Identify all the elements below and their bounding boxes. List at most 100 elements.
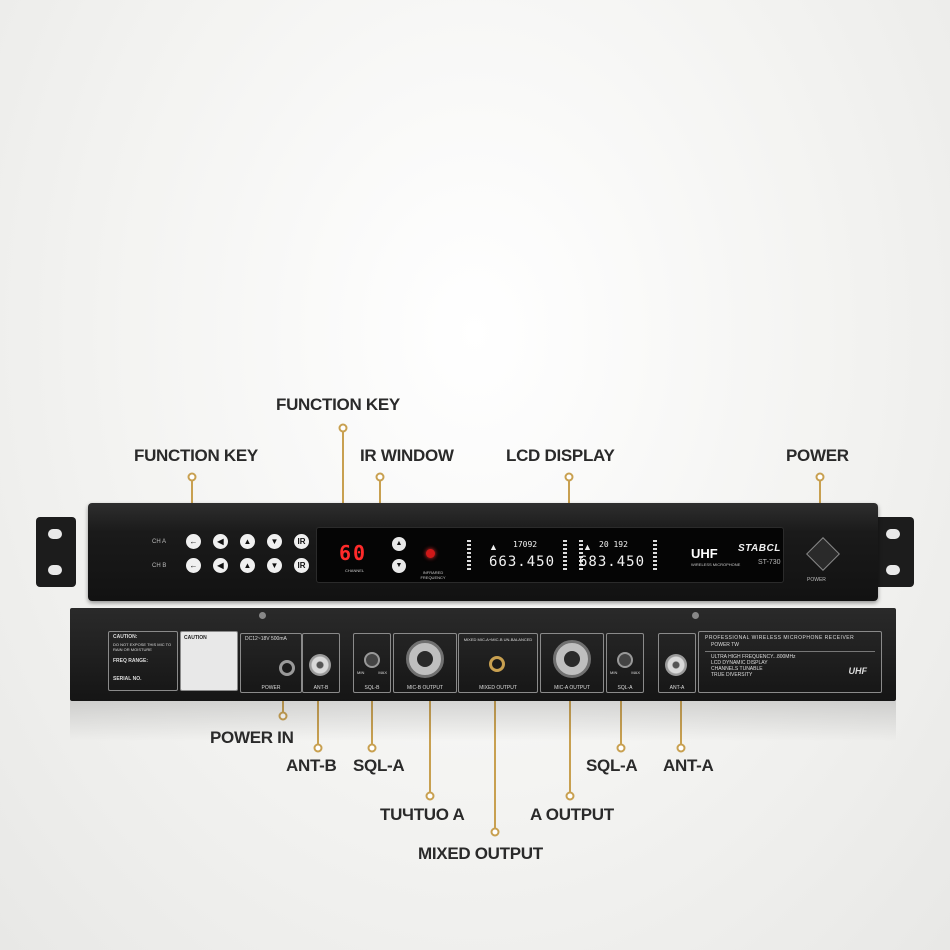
rack-ear-left xyxy=(36,517,76,587)
sql-a-section: MIN MAX SQL-A xyxy=(606,633,644,693)
caution-sticker: CAUTION xyxy=(180,631,238,691)
sql-b-max: MAX xyxy=(378,670,387,675)
sql-a-knob[interactable] xyxy=(617,652,633,668)
spec-line: TRUE DIVERSITY xyxy=(711,672,753,678)
ant-a-section: ANT-A xyxy=(658,633,696,693)
lcd-a-rf-meter xyxy=(467,540,471,570)
lcd-a-af-meter xyxy=(563,540,567,570)
lcd-a-small-readout: 17092 xyxy=(513,540,538,549)
power-section-label: POWER xyxy=(261,685,281,691)
spec-line: ULTRA HIGH FREQUENCY...800MHz xyxy=(711,654,796,660)
mic-a-output-label: MIC-A OUTPUT xyxy=(554,685,590,691)
caution-sticker-title: CAUTION xyxy=(184,635,207,641)
floor-reflection xyxy=(70,701,896,741)
mic-b-output-label: MIC-B OUTPUT xyxy=(406,685,444,691)
sql-a-label: SQL-A xyxy=(617,685,633,691)
ant-a-connector[interactable] xyxy=(665,654,687,676)
ant-b-section: ANT-B xyxy=(302,633,340,693)
ir-window-sensor xyxy=(426,549,435,558)
screw-left xyxy=(259,612,266,619)
channel-caption: CHANNEL xyxy=(345,568,365,573)
caution-text: DO NOT EXPOSE THIS MIC TO RAIN OR MOISTU… xyxy=(113,642,172,652)
mic-b-xlr-connector[interactable] xyxy=(406,640,444,678)
power-in-jack[interactable] xyxy=(279,660,295,676)
sql-a-min: MIN xyxy=(610,670,618,675)
front-faceplate: CH A ← ◀ ▲ ▼ IR CH B ← ◀ ▲ ▼ IR 60 CHANN… xyxy=(88,503,878,601)
power-button[interactable] xyxy=(806,537,840,571)
sql-b-label: SQL-B xyxy=(364,685,380,691)
ant-a-label: ANT-A xyxy=(669,685,685,691)
mixed-output-label: MIXED OUTPUT xyxy=(479,685,517,691)
serial-no-label: SERIAL NO. xyxy=(113,676,142,682)
ant-b-connector[interactable] xyxy=(309,654,331,676)
receiver-rear-panel: CAUTION: DO NOT EXPOSE THIS MIC TO RAIN … xyxy=(70,608,896,701)
ch-b-up-button[interactable]: ▲ xyxy=(240,558,255,573)
sql-b-knob[interactable] xyxy=(364,652,380,668)
caution-title: CAUTION: xyxy=(113,634,138,640)
lcd-a-antenna-icon: ▲ xyxy=(489,542,498,552)
ch-b-down-button[interactable]: ▼ xyxy=(267,558,282,573)
mixed-output-jack[interactable] xyxy=(489,656,505,672)
callout-lcd-display: LCD DISPLAY xyxy=(506,446,615,465)
lcd-b-small-readout: 20 192 xyxy=(599,540,628,549)
function-down-key[interactable]: ▼ xyxy=(392,559,406,573)
callout-ant-b: ANT-B xyxy=(286,756,337,775)
lcd-b-frequency: 683.450 xyxy=(579,554,646,570)
dc-in-spec: DC12~18V 500mA xyxy=(245,636,287,642)
lcd-b-rf-meter xyxy=(579,540,583,570)
ch-b-label: CH B xyxy=(152,562,167,569)
mic-b-output-section: MIC-B OUTPUT xyxy=(393,633,457,693)
callout-sql-a-left: SQL-A xyxy=(353,756,405,775)
callout-a-output: A OUTPUT xyxy=(530,805,614,824)
sql-b-min: MIN xyxy=(357,670,365,675)
callout-ant-a: ANT-A xyxy=(663,756,714,775)
function-up-key[interactable]: ▲ xyxy=(392,537,406,551)
power-label: POWER xyxy=(807,577,826,583)
wireless-caption: WIRELESS MICROPHONE xyxy=(691,562,741,567)
display-window: 60 CHANNEL ▲ ▼ INFRARED FREQUENCY ▲ 1709… xyxy=(316,527,784,583)
receiver-front-panel: CH A ← ◀ ▲ ▼ IR CH B ← ◀ ▲ ▼ IR 60 CHANN… xyxy=(36,503,914,601)
uhf-logo: UHF xyxy=(691,546,718,561)
callout-function-key-top: FUNCTION KEY xyxy=(276,395,400,414)
ch-b-mute-button[interactable]: ◀ xyxy=(213,558,228,573)
mixed-title: MIXED MIC-A+MIC-B UN-BALANCED xyxy=(463,637,533,642)
lcd-b-af-meter xyxy=(653,540,657,570)
callout-power-in: POWER IN xyxy=(210,728,294,748)
ch-b-back-button[interactable]: ← xyxy=(186,558,201,573)
ch-a-back-button[interactable]: ← xyxy=(186,534,201,549)
freq-range-label: FREQ RANGE: xyxy=(113,658,148,664)
brand-logo: STABCL xyxy=(738,543,781,554)
spec-power: POWER TW xyxy=(705,641,875,652)
screw-right xyxy=(692,612,699,619)
callout-sql-a-right: SQL-A xyxy=(586,756,638,775)
ch-a-up-button[interactable]: ▲ xyxy=(240,534,255,549)
mic-a-xlr-connector[interactable] xyxy=(553,640,591,678)
callout-function-key-left: FUNCTION KEY xyxy=(134,446,258,465)
callout-power: POWER xyxy=(786,446,849,465)
ch-b-button-row: CH B ← ◀ ▲ ▼ IR xyxy=(152,558,309,573)
mixed-output-section: MIXED MIC-A+MIC-B UN-BALANCED MIXED OUTP… xyxy=(458,633,538,693)
model-number: ST-730 xyxy=(758,559,781,566)
spec-plate: PROFESSIONAL WIRELESS MICROPHONE RECEIVE… xyxy=(698,631,882,693)
ir-caption: INFRARED FREQUENCY xyxy=(420,570,446,580)
lcd-b-antenna-icon: ▲ xyxy=(583,542,592,552)
ant-b-label: ANT-B xyxy=(313,685,329,691)
spec-line: CHANNELS TUNABLE xyxy=(711,666,763,672)
callout-ir-window: IR WINDOW xyxy=(360,446,454,465)
ch-a-label: CH A xyxy=(152,538,167,545)
lcd-a-frequency: 663.450 xyxy=(489,554,556,570)
spec-title: PROFESSIONAL WIRELESS MICROPHONE RECEIVE… xyxy=(705,635,855,641)
ch-b-ir-button[interactable]: IR xyxy=(294,558,309,573)
power-in-section: DC12~18V 500mA POWER xyxy=(240,633,302,693)
sql-a-max: MAX xyxy=(631,670,640,675)
callout-output-a-left: TUЧTUO A xyxy=(380,805,465,824)
spec-line: LCD DYNAMIC DISPLAY xyxy=(711,660,768,666)
ch-a-mute-button[interactable]: ◀ xyxy=(213,534,228,549)
ch-a-ir-button[interactable]: IR xyxy=(294,534,309,549)
sql-b-section: MIN MAX SQL-B xyxy=(353,633,391,693)
channel-led-display: 60 xyxy=(339,541,368,565)
ch-a-down-button[interactable]: ▼ xyxy=(267,534,282,549)
caution-label-box: CAUTION: DO NOT EXPOSE THIS MIC TO RAIN … xyxy=(108,631,178,691)
uhf-badge: UHF xyxy=(848,666,868,676)
rack-ear-right xyxy=(874,517,914,587)
